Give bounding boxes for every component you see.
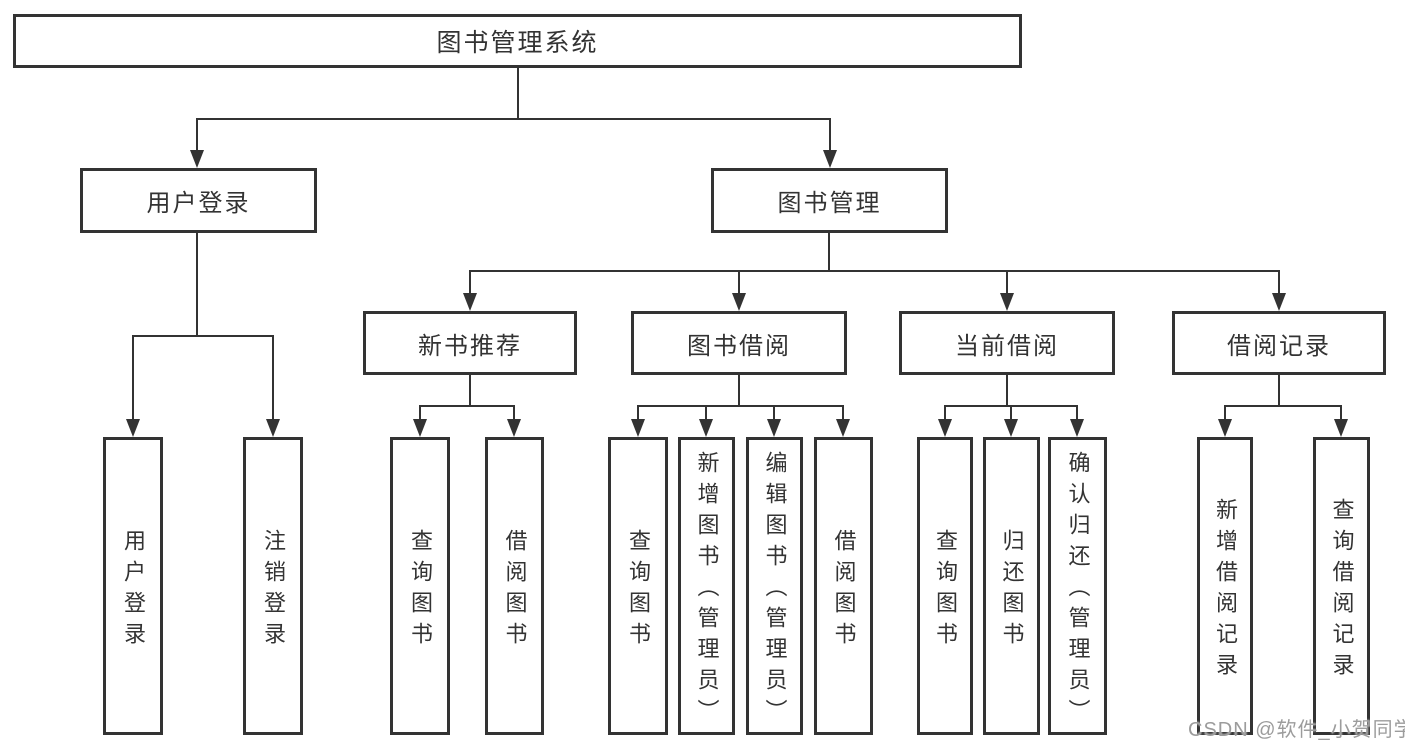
leaf-label: 借阅图书	[502, 528, 528, 653]
arrow-down-icon	[767, 419, 781, 437]
connector-vline	[1010, 405, 1012, 421]
leaf-label: 用户登录	[121, 528, 146, 653]
connector-hline	[419, 405, 515, 407]
leaf-label: 查询图书	[408, 528, 433, 653]
connector-vline	[1076, 405, 1078, 421]
arrow-down-icon	[732, 293, 746, 311]
connector-vline	[829, 118, 831, 152]
leaf-label: 查询图书	[933, 528, 958, 653]
node-current-borrowing: 当前借阅	[899, 311, 1115, 375]
connector-vline	[842, 405, 844, 421]
leaf-query-books-borrowing: 查询图书	[608, 437, 668, 735]
arrow-down-icon	[823, 150, 837, 168]
connector-vline	[196, 118, 198, 152]
leaf-query-books-current: 查询图书	[917, 437, 973, 735]
node-book-borrowing: 图书借阅	[631, 311, 847, 375]
leaf-label: 归还图书	[999, 528, 1025, 653]
leaf-label: 确认归还（管理员）	[1065, 451, 1091, 730]
arrow-down-icon	[631, 419, 645, 437]
leaf-query-books-recommend: 查询图书	[390, 437, 450, 735]
node-borrow-records: 借阅记录	[1172, 311, 1386, 375]
connector-vline	[1340, 405, 1342, 421]
arrow-down-icon	[1070, 419, 1084, 437]
node-root-library-system: 图书管理系统	[13, 14, 1022, 68]
leaf-label: 借阅图书	[831, 528, 857, 653]
arrow-down-icon	[938, 419, 952, 437]
connector-hline	[469, 270, 1280, 272]
connector-vline	[513, 405, 515, 421]
leaf-edit-books-admin: 编辑图书（管理员）	[746, 437, 803, 735]
connector-vline	[517, 68, 519, 118]
connector-vline	[196, 233, 198, 335]
leaf-label: 查询借阅记录	[1329, 497, 1355, 684]
leaf-label: 新增图书（管理员）	[694, 451, 720, 730]
connector-vline	[272, 335, 274, 421]
arrow-down-icon	[1000, 293, 1014, 311]
connector-vline	[738, 375, 740, 405]
connector-hline	[196, 118, 831, 120]
leaf-label: 注销登录	[261, 528, 286, 653]
node-book-management: 图书管理	[711, 168, 948, 233]
csdn-watermark: CSDN @软件_小贺同学	[1188, 719, 1405, 741]
leaf-user-login: 用户登录	[103, 437, 163, 735]
node-user-login: 用户登录	[80, 168, 317, 233]
node-new-book-recommend: 新书推荐	[363, 311, 577, 375]
leaf-logout-login: 注销登录	[243, 437, 303, 735]
arrow-down-icon	[413, 419, 427, 437]
leaf-borrow-books: 借阅图书	[814, 437, 873, 735]
connector-vline	[828, 233, 830, 270]
connector-vline	[469, 270, 471, 295]
connector-vline	[705, 405, 707, 421]
connector-vline	[1278, 270, 1280, 295]
connector-vline	[419, 405, 421, 421]
arrow-down-icon	[126, 419, 140, 437]
arrow-down-icon	[190, 150, 204, 168]
connector-vline	[637, 405, 639, 421]
leaf-label: 查询图书	[626, 528, 651, 653]
leaf-confirm-return-admin: 确认归还（管理员）	[1048, 437, 1107, 735]
arrow-down-icon	[1004, 419, 1018, 437]
connector-vline	[1278, 375, 1280, 405]
connector-vline	[469, 375, 471, 405]
arrow-down-icon	[1272, 293, 1286, 311]
connector-hline	[637, 405, 844, 407]
connector-vline	[738, 270, 740, 295]
connector-vline	[944, 405, 946, 421]
leaf-add-borrow-record: 新增借阅记录	[1197, 437, 1253, 735]
arrow-down-icon	[699, 419, 713, 437]
connector-vline	[773, 405, 775, 421]
arrow-down-icon	[1334, 419, 1348, 437]
connector-vline	[1006, 270, 1008, 295]
leaf-label: 编辑图书（管理员）	[762, 451, 788, 730]
connector-vline	[1224, 405, 1226, 421]
leaf-label: 新增借阅记录	[1213, 497, 1238, 684]
connector-hline	[132, 335, 274, 337]
arrow-down-icon	[266, 419, 280, 437]
connector-vline	[1006, 375, 1008, 405]
arrow-down-icon	[836, 419, 850, 437]
leaf-add-books-admin: 新增图书（管理员）	[678, 437, 735, 735]
arrow-down-icon	[507, 419, 521, 437]
connector-hline	[1224, 405, 1342, 407]
connector-vline	[132, 335, 134, 421]
leaf-borrow-books-recommend: 借阅图书	[485, 437, 544, 735]
leaf-query-borrow-record: 查询借阅记录	[1313, 437, 1370, 735]
arrow-down-icon	[463, 293, 477, 311]
leaf-return-books: 归还图书	[983, 437, 1040, 735]
arrow-down-icon	[1218, 419, 1232, 437]
